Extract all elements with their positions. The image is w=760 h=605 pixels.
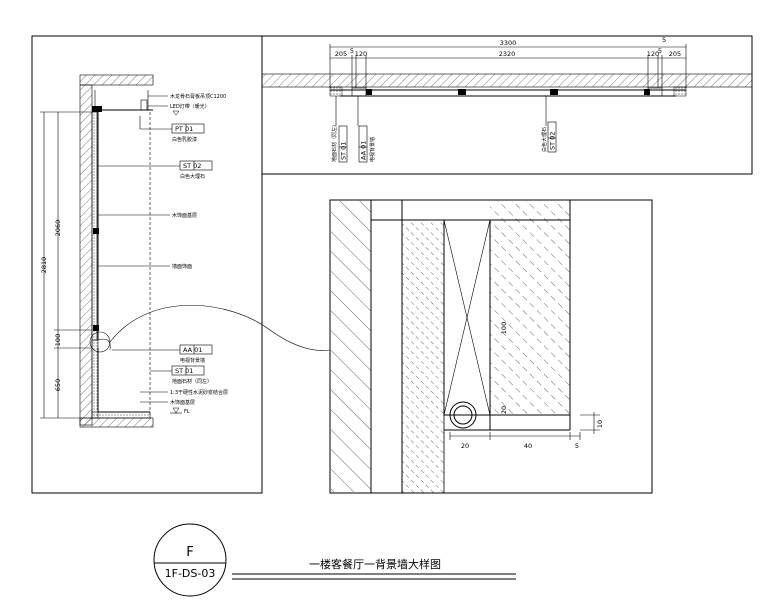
section-circle	[153, 523, 227, 597]
detail-dim-right: 10	[596, 420, 604, 428]
dim-lower: 650	[54, 379, 62, 391]
title-block: F 1F-DS-03 一楼客餐厅一背景墙大样图	[153, 523, 516, 597]
tag-paint: PT 01	[175, 125, 193, 133]
tag-aa: AA 01	[183, 346, 202, 354]
plan-dim-4: 120	[647, 50, 659, 58]
note-aa: 电视背景墙	[180, 357, 205, 364]
note-mortar: 1:3干硬性水泥砂浆结合层	[170, 389, 228, 396]
note-paint: 白色乳胶漆	[172, 136, 197, 143]
detail-dim-small: 20	[500, 406, 508, 414]
plan-dim-6: 205	[669, 50, 681, 58]
note-finish: 墙面饰面	[172, 263, 192, 270]
detail-dim-bottom-a: 20	[461, 442, 469, 450]
plan-dim-small-right: 5	[662, 36, 666, 44]
dim-total: 2810	[40, 257, 48, 274]
detail-dim-bottom-b: 40	[524, 442, 532, 450]
sheet-ref: 1F-DS-03	[165, 567, 216, 580]
plan-tag-left-a: ST 01	[340, 142, 348, 160]
detail-leader-curve	[109, 305, 331, 351]
plan-dim-1: 5	[350, 47, 354, 55]
plan-dim-0: 205	[335, 50, 347, 58]
note-base1: 木饰面基层	[172, 212, 197, 219]
plan-dim-5: 5	[658, 47, 662, 55]
plan-note-left-a: 地面石材（同左）	[331, 122, 338, 162]
plan-tag-left-b: AA 01	[360, 141, 368, 160]
dim-upper: 2060	[54, 220, 62, 237]
elevation-panel: 2810 2060 100 650 木龙骨石膏板吊顶C1200 LED灯带（暖光…	[31, 35, 263, 494]
tag-st: ST 01	[175, 367, 193, 375]
plan-note-left-b: 电视背景墙	[369, 137, 376, 162]
plan-dim-3: 2320	[499, 50, 516, 58]
plan-panel: 3300 5 205 5 120 2320 120 5 205 ST 01 地面…	[261, 35, 753, 175]
plan-tag-right: ST 02	[549, 132, 557, 150]
plan-note-right: 白色大理石	[541, 127, 548, 152]
note-ceiling: 木龙骨石膏板吊顶C1200	[170, 93, 226, 100]
tube-circle	[449, 401, 477, 429]
note-st: 地面石材（同左）	[172, 378, 212, 385]
detail-dim-bottom-c: 5	[575, 442, 579, 450]
detail-dim-height: 100	[500, 322, 508, 334]
floor-mark: FL	[184, 409, 190, 415]
note-base2: 木饰面基层	[170, 399, 195, 406]
note-led: LED灯带（暖光）	[170, 103, 210, 110]
plan-dim-2: 120	[355, 50, 367, 58]
section-mark: F	[186, 545, 193, 560]
tag-stone: ST 02	[183, 162, 201, 170]
detail-panel: 10 100 20 20 40 5	[329, 199, 653, 494]
drawing-title: 一楼客餐厅一背景墙大样图	[309, 557, 441, 571]
note-stone: 白色大理石	[180, 173, 205, 180]
plan-dim-total: 3300	[500, 39, 517, 47]
dim-mid: 100	[54, 334, 62, 346]
